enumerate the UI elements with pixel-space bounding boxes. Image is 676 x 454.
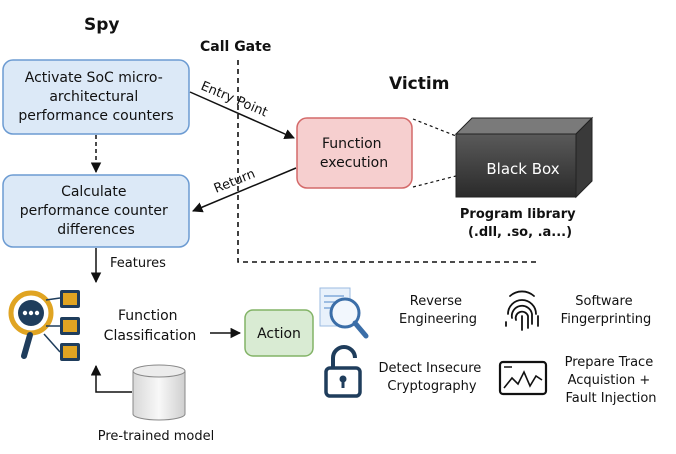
prepare-trace-label: Prepare Trace Acquistion + Fault Injecti… <box>565 355 658 406</box>
classifier-icon <box>8 290 80 361</box>
black-box-cube <box>454 116 594 199</box>
model-to-classifier-arrow <box>90 364 132 393</box>
action-label: Action <box>257 326 301 342</box>
black-box-label: Black Box <box>486 160 559 178</box>
black-box-link-bottom <box>412 175 457 188</box>
activate-counters-text: Activate SoC micro- architectural perfor… <box>18 70 173 124</box>
victim-heading: Victim <box>389 74 449 94</box>
return-arrow <box>192 167 297 213</box>
magnifier-document-icon <box>319 287 369 339</box>
reverse-engineering-label: Reverse Engineering <box>399 294 477 327</box>
function-execution-box <box>296 117 413 189</box>
features-label: Features <box>110 256 166 271</box>
call-gate-label: Call Gate <box>200 39 271 55</box>
calculate-differences-text: Calculate performance counter difference… <box>20 184 172 238</box>
calculate-differences-box <box>2 174 190 248</box>
trace-chart-icon <box>498 360 548 396</box>
action-box <box>244 309 314 357</box>
detect-insecure-crypto-label: Detect Insecure Cryptography <box>379 361 486 394</box>
activate-counters-box <box>2 59 190 135</box>
unlocked-padlock-icon <box>324 345 362 398</box>
black-box-link-top <box>412 118 457 137</box>
database-cylinder-icon <box>132 364 186 421</box>
entry-point-arrow <box>189 91 295 139</box>
function-execution-text: Function execution <box>320 136 388 171</box>
fingerprint-icon <box>505 290 539 331</box>
return-label: Return <box>212 167 258 197</box>
call-gate-boundary <box>237 60 540 263</box>
pretrained-model-label: Pre-trained model <box>98 429 214 444</box>
function-classification-label: Function Classification <box>104 308 197 344</box>
spy-heading: Spy <box>84 15 120 35</box>
program-library-label: Program library (.dll, .so, .a...) <box>460 207 580 240</box>
software-fingerprinting-label: Software Fingerprinting <box>561 294 652 327</box>
